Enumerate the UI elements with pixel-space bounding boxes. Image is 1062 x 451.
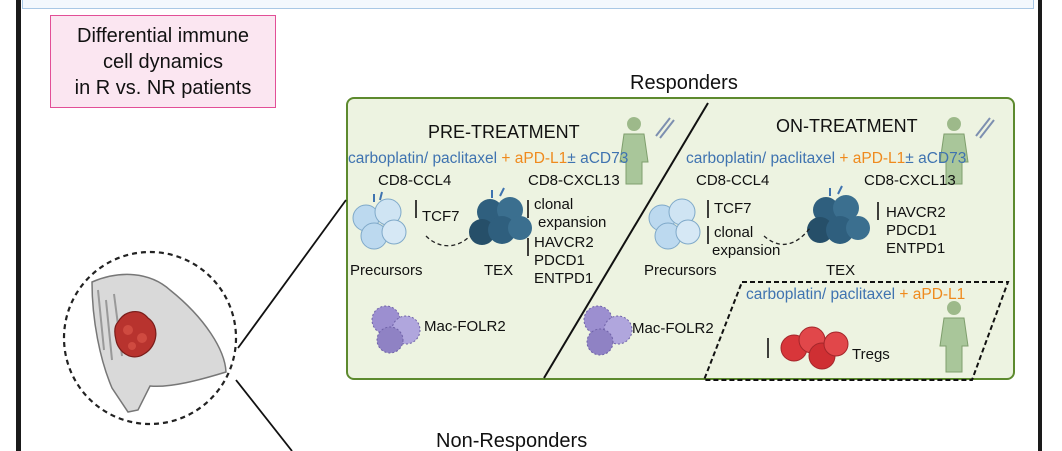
pre-cd8-ccl4-label: CD8-CCL4 xyxy=(378,172,452,189)
macrophage-icon xyxy=(371,305,421,354)
pre-cd8-cxcl13-label: CD8-CXCL13 xyxy=(528,172,620,189)
pre-drug-chemo: carboplatin/ paclitaxel xyxy=(348,150,498,167)
on-tex-label: TEX xyxy=(826,262,856,279)
patient-icon xyxy=(939,301,969,373)
treg-box-border xyxy=(702,281,1010,381)
dashed-arrow-icon xyxy=(425,235,471,247)
title-text: Differential immune cell dynamics in R v… xyxy=(75,23,252,101)
treg-drug-pdl1: + aPD-L1 xyxy=(899,286,966,303)
pre-expansion-label: expansion xyxy=(538,214,607,231)
top-panel-edge xyxy=(22,0,1034,9)
left-frame-border xyxy=(16,0,21,451)
zoom-line-lower xyxy=(235,379,293,451)
responders-label: Responders xyxy=(630,72,738,94)
on-tcf7-label: TCF7 xyxy=(714,200,752,217)
tex-cells-icon xyxy=(469,187,532,245)
patient-icon xyxy=(939,117,995,185)
on-drug-line: carboplatin/ paclitaxel + aPD-L1± aCD73 xyxy=(686,150,966,168)
right-frame-border xyxy=(1038,0,1042,451)
pre-tcf7-label: TCF7 xyxy=(422,208,460,225)
title-line-2: cell dynamics xyxy=(102,50,224,73)
pre-drug-line: carboplatin/ paclitaxel + aPD-L1± aCD73 xyxy=(348,150,628,168)
on-expansion-label: expansion xyxy=(712,242,781,259)
on-cd8-ccl4-label: CD8-CCL4 xyxy=(696,172,770,189)
treg-drug-line: carboplatin/ paclitaxel + aPD-L1 xyxy=(746,286,965,304)
breast-anatomy-icon xyxy=(62,250,238,426)
title-line-1: Differential immune xyxy=(77,24,249,47)
on-mac-folr2-label: Mac-FOLR2 xyxy=(632,320,714,337)
pre-entpd1-label: ENTPD1 xyxy=(534,270,594,287)
on-pdcd1-label: PDCD1 xyxy=(886,222,937,239)
pre-clonal-label: clonal xyxy=(534,196,574,213)
pre-tex-label: TEX xyxy=(484,262,514,279)
tregs-label: Tregs xyxy=(852,346,890,363)
pre-drug-cd73: ± aCD73 xyxy=(567,150,629,167)
precursor-cells-icon xyxy=(352,191,407,250)
pre-precursors-label: Precursors xyxy=(350,262,423,279)
tex-cells-icon xyxy=(807,185,870,244)
on-cd8-cxcl13-label: CD8-CXCL13 xyxy=(864,172,956,189)
treg-cells-icon xyxy=(780,326,849,370)
on-clonal-label: clonal xyxy=(714,224,754,241)
on-precursors-label: Precursors xyxy=(644,262,717,279)
pre-drug-pdl1: + aPD-L1 xyxy=(501,150,568,167)
pre-pdcd1-label: PDCD1 xyxy=(534,252,585,269)
pre-treatment-heading: PRE-TREATMENT xyxy=(428,122,580,142)
patient-icon xyxy=(619,117,675,185)
on-drug-pdl1: + aPD-L1 xyxy=(839,150,906,167)
pre-mac-folr2-label: Mac-FOLR2 xyxy=(424,318,506,335)
macrophage-icon xyxy=(583,305,633,356)
on-drug-chemo: carboplatin/ paclitaxel xyxy=(686,150,836,167)
pre-havcr2-label: HAVCR2 xyxy=(534,234,594,251)
on-treatment-heading: ON-TREATMENT xyxy=(776,116,918,136)
title-line-3: in R vs. NR patients xyxy=(74,76,252,99)
panel-divider-line xyxy=(543,102,709,379)
title-box: Differential immune cell dynamics in R v… xyxy=(50,15,276,108)
precursor-cells-icon xyxy=(648,198,701,250)
on-havcr2-label: HAVCR2 xyxy=(886,204,946,221)
non-responders-label: Non-Responders xyxy=(436,430,588,451)
on-drug-cd73: ± aCD73 xyxy=(905,150,967,167)
on-entpd1-label: ENTPD1 xyxy=(886,240,946,257)
zoom-line-upper xyxy=(237,199,347,349)
treg-drug-chemo: carboplatin/ paclitaxel xyxy=(746,286,896,303)
